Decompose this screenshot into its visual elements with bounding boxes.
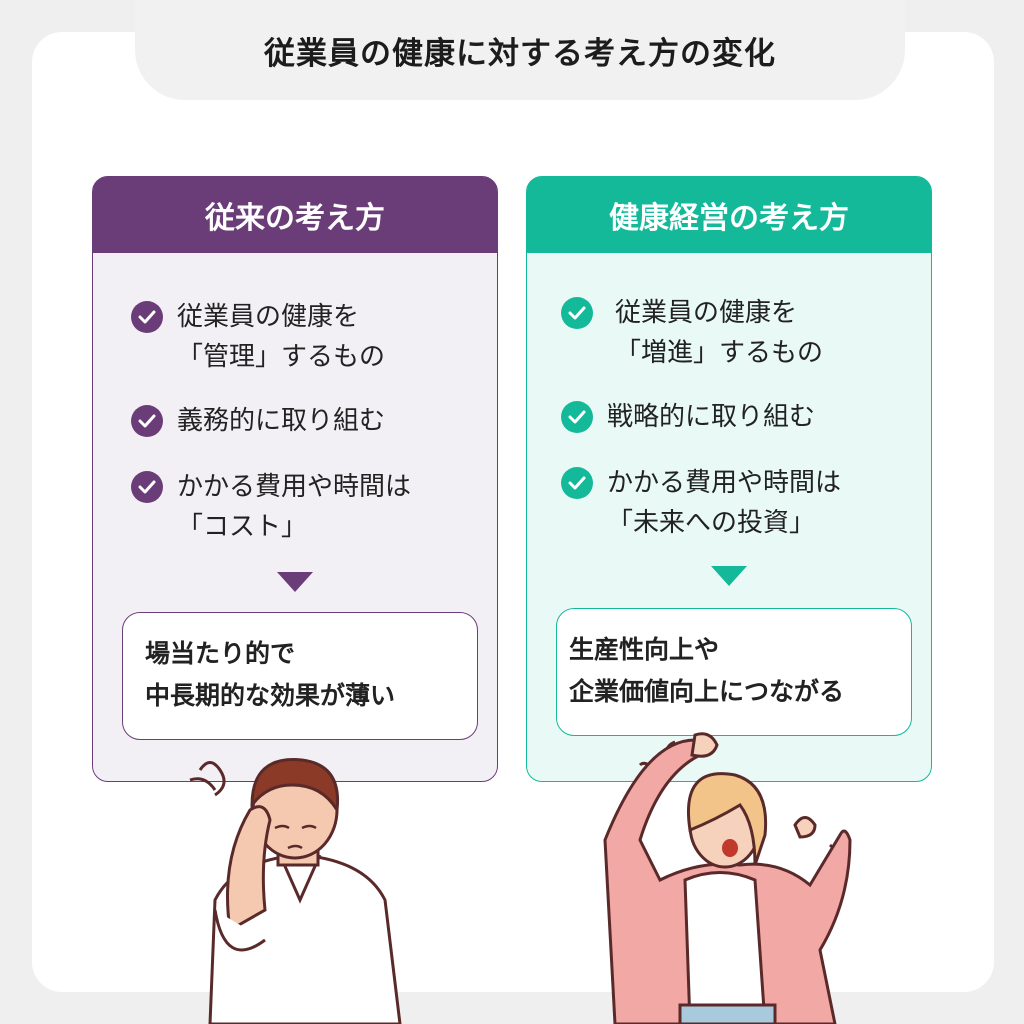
list-item: 義務的に取り組む <box>131 401 385 441</box>
worried-man-illustration <box>189 758 402 1024</box>
down-arrow-icon <box>711 566 747 586</box>
traditional-panel: 従来の考え方 従業員の健康を「管理」するもの 義務的に取り組む かかる費用や時間… <box>92 176 498 782</box>
health-management-panel: 健康経営の考え方 従業員の健康を「増進」するもの 戦略的に取り組む かかる費用や… <box>526 176 932 782</box>
list-item: かかる費用や時間は「未来への投資」 <box>561 463 841 543</box>
down-arrow-icon <box>277 572 313 592</box>
title-tab: 従業員の健康に対する考え方の変化 <box>135 0 905 100</box>
check-icon <box>131 301 163 333</box>
list-item: 戦略的に取り組む <box>561 397 815 437</box>
panel-header: 健康経営の考え方 <box>527 177 931 253</box>
happy-woman-illustration <box>603 732 852 1024</box>
page-title: 従業員の健康に対する考え方の変化 <box>264 35 776 72</box>
result-box: 場当たり的で中長期的な効果が薄い <box>122 612 478 740</box>
result-box: 生産性向上や企業価値向上につながる <box>556 608 912 736</box>
check-icon <box>131 405 163 437</box>
check-icon <box>561 401 593 433</box>
check-icon <box>561 297 593 329</box>
check-icon <box>131 471 163 503</box>
list-item: 従業員の健康を「管理」するもの <box>131 297 385 377</box>
list-item: かかる費用や時間は「コスト」 <box>131 467 411 547</box>
panel-header: 従来の考え方 <box>93 177 497 253</box>
list-item: 従業員の健康を「増進」するもの <box>561 293 823 373</box>
check-icon <box>561 467 593 499</box>
